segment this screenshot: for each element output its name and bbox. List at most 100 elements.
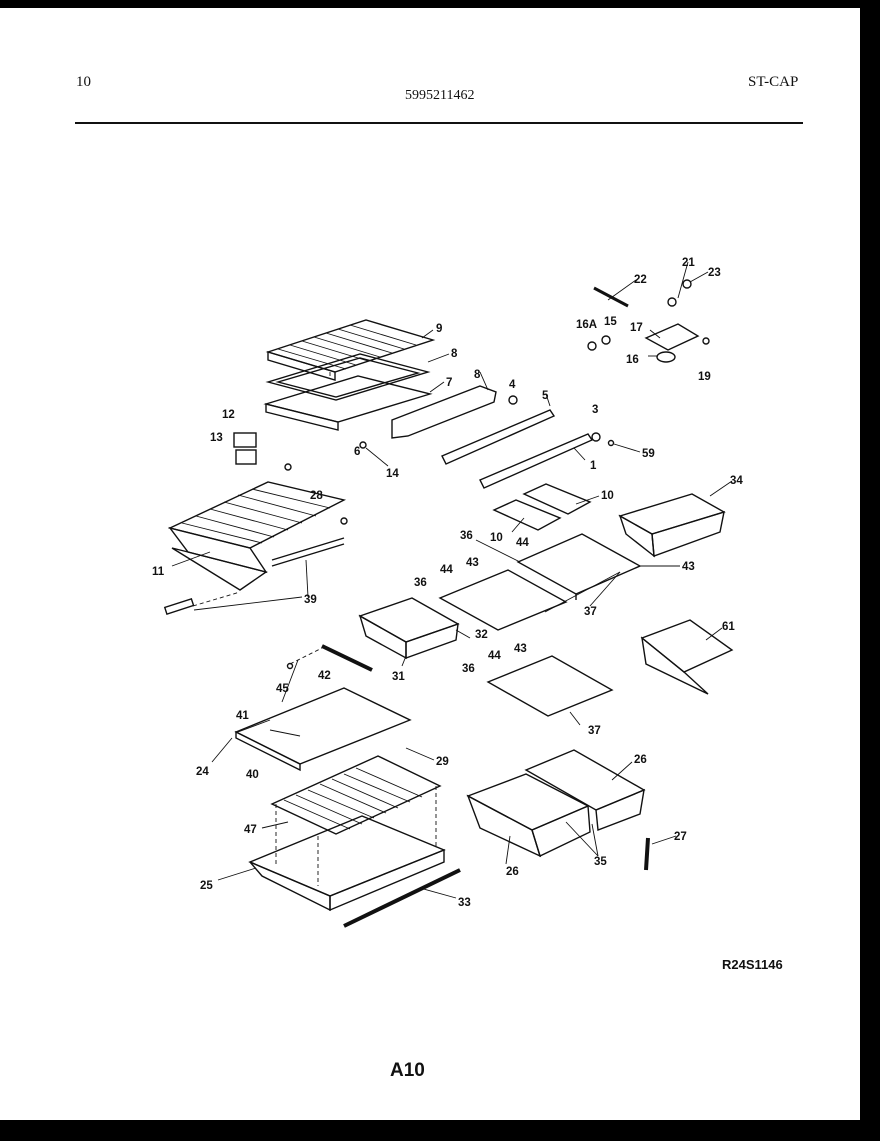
part-15 <box>601 335 611 345</box>
callout: 6 <box>354 446 360 458</box>
page-label: A10 <box>390 1060 425 1081</box>
shelf-frame-8 <box>265 353 431 401</box>
shelf-frame-7 <box>263 375 433 431</box>
part-27 <box>644 837 650 871</box>
clip-45 <box>286 662 294 670</box>
callout: 16 <box>626 354 639 366</box>
alignment-lines <box>192 591 437 886</box>
callout: 44 <box>516 537 529 549</box>
callout: 27 <box>674 831 687 843</box>
callout: 32 <box>475 629 488 641</box>
ice-tray-10-lower <box>492 499 562 531</box>
callout: 8 <box>451 348 458 360</box>
pan-61 <box>640 619 734 695</box>
callout: 26 <box>634 754 647 766</box>
callout: 4 <box>509 379 516 391</box>
callout: 31 <box>392 671 405 683</box>
part-22 <box>593 286 629 308</box>
paper-sheet <box>0 8 860 1120</box>
callout: 10 <box>490 532 503 544</box>
callout: 13 <box>210 432 223 444</box>
crisper-pan-26-right <box>524 749 646 831</box>
callout: 19 <box>698 371 711 383</box>
part-23 <box>682 279 692 289</box>
hinge-12-13 <box>233 432 257 465</box>
crisper-cover-47 <box>270 755 442 835</box>
callout: 43 <box>466 557 479 569</box>
shelf-rail-1 <box>479 433 594 489</box>
part-17 <box>644 323 700 351</box>
glass-shelf-middle <box>438 569 568 631</box>
callout: 61 <box>722 621 735 633</box>
callout-labels: 9 8 7 8 4 5 3 6 14 1 59 12 13 28 11 39 1… <box>152 257 743 909</box>
callout: 15 <box>604 316 617 328</box>
callout: 3 <box>592 404 598 416</box>
callout: 17 <box>630 322 643 334</box>
callout: 22 <box>634 274 647 286</box>
glass-shelf-lower <box>486 655 614 717</box>
freezer-basket-11 <box>167 481 347 591</box>
page-number: 10 <box>76 74 91 90</box>
clip-59 <box>607 439 615 447</box>
stop-part <box>163 597 195 616</box>
crisper-frame-25 <box>248 815 446 912</box>
crisper-pan-26-left <box>466 773 591 858</box>
callout: 11 <box>152 566 165 578</box>
callout: 14 <box>386 468 399 480</box>
callout: 40 <box>246 769 259 781</box>
exploded-view-drawing: 9 8 7 8 4 5 3 6 14 1 59 12 13 28 11 39 1… <box>152 257 743 928</box>
callout: 24 <box>196 766 209 778</box>
pin-28-upper <box>284 463 292 471</box>
callout: 37 <box>588 725 601 737</box>
glass-shelf-upper <box>516 533 642 600</box>
pan-34 <box>618 493 726 558</box>
glass-shelf-41 <box>234 687 412 772</box>
callout: 36 <box>414 577 427 589</box>
callout: 10 <box>601 490 614 502</box>
callout: 43 <box>514 643 527 655</box>
callout: 44 <box>488 650 501 662</box>
callout: 33 <box>458 897 471 909</box>
callout: 43 <box>682 561 695 573</box>
screw-3 <box>591 432 601 442</box>
part-21 <box>667 297 677 307</box>
part-16 <box>656 351 676 363</box>
callout: 9 <box>436 323 442 335</box>
drawer-31 <box>358 597 460 660</box>
callout: 21 <box>682 257 695 269</box>
pin-28-lower <box>340 517 348 525</box>
header-rule <box>75 122 803 124</box>
track-33 <box>343 868 461 928</box>
callout: 29 <box>436 756 449 768</box>
callout: 36 <box>460 530 473 542</box>
shelf-support-42 <box>321 644 373 672</box>
part-19 <box>702 337 710 345</box>
callout: 42 <box>318 670 331 682</box>
callout: 59 <box>642 448 655 460</box>
callout: 37 <box>584 606 597 618</box>
screw-4 <box>508 395 518 405</box>
callout: 44 <box>440 564 453 576</box>
basket-track-39 <box>271 537 345 567</box>
shelf-bracket-6 <box>391 385 497 439</box>
callout: 1 <box>590 460 597 472</box>
callout: 47 <box>244 824 257 836</box>
screw-14 <box>359 441 367 449</box>
callout: 26 <box>506 866 519 878</box>
callout: 41 <box>236 710 249 722</box>
callout: 23 <box>708 267 721 279</box>
callout: 39 <box>304 594 317 606</box>
callout: 28 <box>310 490 323 502</box>
callout: 34 <box>730 475 743 487</box>
callout: 36 <box>462 663 475 675</box>
callout: 16A <box>576 319 597 331</box>
part-number: 5995211462 <box>405 88 475 103</box>
ice-tray-10-upper <box>522 483 592 515</box>
model-code: ST-CAP <box>748 74 799 90</box>
callout: 8 <box>474 369 481 381</box>
callout: 45 <box>276 683 289 695</box>
callout: 25 <box>200 880 213 892</box>
part-16a <box>587 341 597 351</box>
shelf-rail-5 <box>441 409 556 465</box>
